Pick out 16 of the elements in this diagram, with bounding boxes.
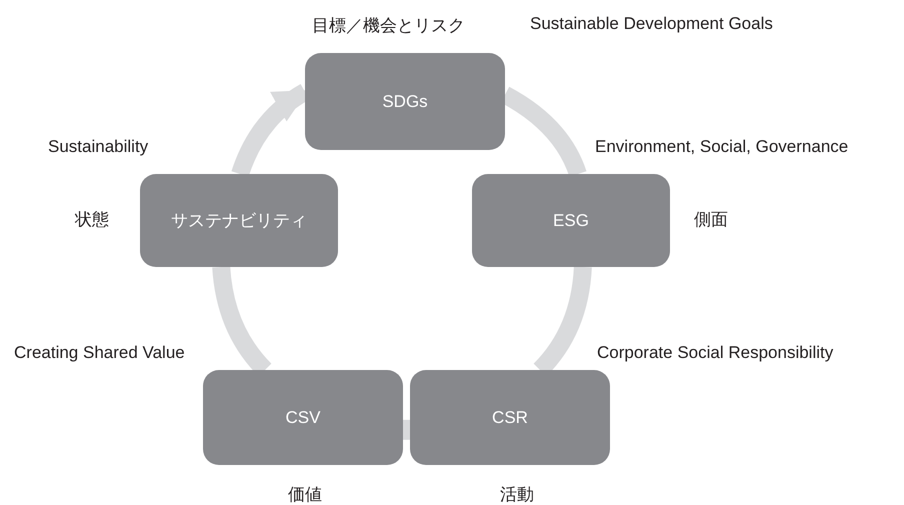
side-label: Environment, Social, Governance [595,137,848,157]
side-label: 側面 [694,209,728,231]
side-label: 価値 [288,484,322,505]
rounded-box: CSV [203,370,403,465]
rounded-box: SDGs [305,53,505,150]
side-label: 状態 [75,209,109,231]
side-label: Corporate Social Responsibility [597,343,834,363]
side-label: 目標／機会とリスク [312,15,465,37]
rounded-box: CSR [410,370,610,465]
side-label: Sustainable Development Goals [530,14,773,34]
side-label: Sustainability [48,137,148,157]
side-label: 活動 [500,484,534,505]
connector-band [403,420,410,440]
rounded-box: ESG [472,174,670,267]
rounded-box: サステナビリティ [140,174,338,267]
side-label: Creating Shared Value [14,343,185,363]
